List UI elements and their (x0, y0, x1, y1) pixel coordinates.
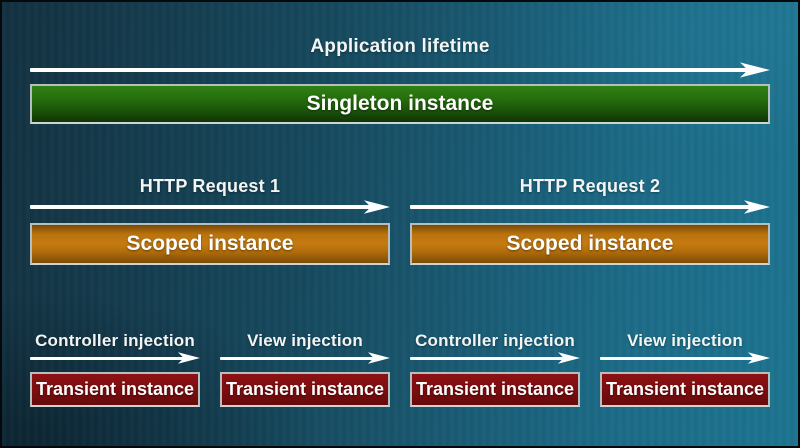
arrow-shaft (600, 356, 756, 360)
application-lifetime-label: Application lifetime (310, 36, 490, 57)
view-injection-arrow-icon-2 (600, 352, 770, 364)
controller-injection-arrow-icon-2 (410, 352, 580, 364)
singleton-instance-label: Singleton instance (306, 92, 494, 115)
transient-instance-box-2: Transient instance (220, 372, 390, 407)
arrow-shaft (410, 205, 753, 209)
http-request-2-arrow-icon (410, 200, 770, 214)
arrow-head-icon (178, 352, 200, 364)
arrow-shaft (30, 205, 373, 209)
controller-injection-group-1: Controller injection Transient instance (30, 331, 200, 407)
arrow-head-icon (558, 352, 580, 364)
transient-instance-label: Transient instance (415, 379, 575, 399)
view-injection-group-1: View injection Transient instance (220, 331, 390, 407)
arrow-shaft (410, 356, 566, 360)
scoped-instance-label: Scoped instance (506, 232, 674, 255)
scoped-row: HTTP Request 1 Scoped instance HTTP Requ… (30, 176, 770, 265)
transient-row: Controller injection Transient instance … (30, 331, 770, 407)
application-lifetime-arrow-icon (30, 62, 770, 78)
http-request-1-arrow-icon (30, 200, 390, 214)
view-injection-arrow-icon-1 (220, 352, 390, 364)
controller-injection-label-1: Controller injection (35, 331, 195, 350)
arrow-shaft (30, 68, 750, 72)
transient-instance-label: Transient instance (225, 379, 385, 399)
http-request-1-group: HTTP Request 1 Scoped instance (30, 176, 390, 265)
transient-instance-box-4: Transient instance (600, 372, 770, 407)
arrow-shaft (30, 356, 186, 360)
transient-instance-label: Transient instance (35, 379, 195, 399)
http-request-1-label: HTTP Request 1 (139, 176, 281, 196)
view-injection-label-2: View injection (627, 331, 743, 350)
scoped-instance-box-1: Scoped instance (30, 223, 390, 265)
view-injection-group-2: View injection Transient instance (600, 331, 770, 407)
arrow-shaft (220, 356, 376, 360)
transient-instance-box-1: Transient instance (30, 372, 200, 407)
arrow-head-icon (368, 352, 390, 364)
arrow-head-icon (748, 352, 770, 364)
controller-injection-label-2: Controller injection (415, 331, 575, 350)
controller-injection-group-2: Controller injection Transient instance (410, 331, 580, 407)
http-request-2-label: HTTP Request 2 (519, 176, 661, 196)
diagram-content: Application lifetime Singleton instance … (30, 36, 770, 407)
singleton-instance-box: Singleton instance (30, 84, 770, 124)
transient-instance-box-3: Transient instance (410, 372, 580, 407)
scoped-instance-label: Scoped instance (126, 232, 294, 255)
scoped-instance-box-2: Scoped instance (410, 223, 770, 265)
http-request-2-group: HTTP Request 2 Scoped instance (410, 176, 770, 265)
controller-injection-arrow-icon-1 (30, 352, 200, 364)
transient-instance-label: Transient instance (605, 379, 765, 399)
view-injection-label-1: View injection (247, 331, 363, 350)
